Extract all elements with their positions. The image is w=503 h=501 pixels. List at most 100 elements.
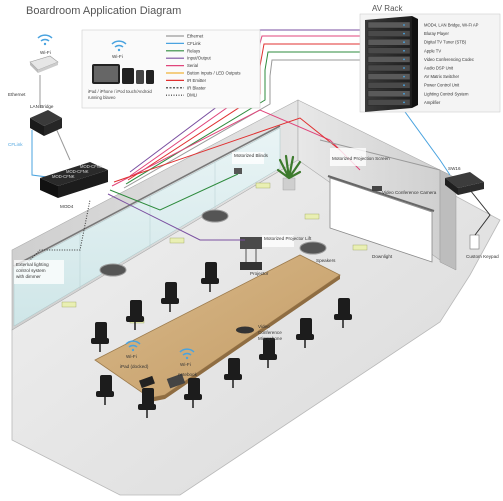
ipad-docked-label: iPad (docked)	[120, 364, 149, 369]
mod4-card-3: MOD-CFNK	[80, 164, 103, 169]
chair	[201, 262, 219, 292]
wifi-access-point	[29, 34, 59, 73]
chair	[259, 338, 277, 368]
legend-item-label: Relays	[187, 48, 200, 53]
external-lighting-label-1: External lighting	[16, 262, 49, 267]
rack-item-label: Digital TV Tuner (STB)	[424, 40, 467, 45]
rack-unit	[367, 47, 411, 54]
video-conf-mic-label-1: Video	[258, 324, 270, 329]
legend-item-label: Ethernet	[187, 34, 204, 39]
external-lighting-label-2: control system	[16, 268, 46, 273]
legend-item-label: Input/Output	[187, 56, 211, 61]
rack-item-label: MOD4, LAN Bridge, Wi-Fi AP	[424, 23, 479, 28]
rack-item-label: Amplifier	[424, 100, 441, 105]
custom-keypad	[469, 234, 480, 250]
room-labels: Motorized Blinds Motorized Projection Sc…	[14, 148, 499, 377]
legend: Wi-Fi iPad / iPhone / iPod touch/Android…	[81, 29, 261, 109]
mod4-card-2: MOD-CFNK	[66, 169, 89, 174]
rack-unit-led	[403, 101, 405, 104]
table-wifi-icon-2	[179, 348, 195, 360]
ipad-docked	[139, 375, 155, 389]
notebook-label: notebook	[178, 372, 198, 377]
video-camera-label: Video Conference Camera	[382, 190, 437, 195]
rack-unit-led	[403, 49, 405, 52]
rack-unit	[367, 21, 411, 29]
chair	[334, 298, 352, 328]
plant	[276, 154, 302, 191]
projector-label: Projector	[250, 271, 269, 276]
external-lighting-label-3: with dimmer	[16, 274, 41, 279]
ceiling-speakers	[99, 209, 327, 277]
video-conference-camera	[372, 186, 382, 191]
phone-icon-2	[146, 70, 154, 84]
projection-screen-label: Motorized Projection Screen	[332, 156, 390, 161]
chair	[184, 378, 202, 408]
legend-devices-caption-2: running blaveo	[88, 95, 116, 100]
rack-item-label: AV Matrix Switcher	[424, 74, 460, 79]
projection-screen	[327, 175, 435, 263]
legend-wifi-label: Wi-Fi	[112, 54, 123, 59]
rack-unit-led	[403, 67, 405, 69]
rack-unit-led	[403, 58, 405, 61]
rack-unit-led	[403, 84, 405, 87]
rack-item-label: Power Control Unit	[424, 83, 460, 88]
blinds-motor	[234, 168, 242, 174]
ipad-mini-icon	[122, 68, 134, 84]
sw16-device	[445, 172, 484, 195]
ethernet-label: Ethernet	[8, 92, 26, 97]
notebook	[166, 373, 186, 389]
downlight-label: Downlight	[372, 254, 393, 259]
legend-devices-caption-1: iPad / iPhone / iPod touch/Android	[88, 89, 152, 94]
table-wifi-label-2: Wi-Fi	[180, 362, 191, 367]
rack-item-label: Audio DSP Unit	[424, 66, 454, 71]
phone-icon	[136, 70, 144, 84]
rack-unit	[367, 90, 411, 98]
rack-unit	[367, 30, 411, 37]
table-wifi-label-1: Wi-Fi	[126, 354, 137, 359]
rack-unit	[367, 73, 411, 80]
rack-unit-led	[403, 75, 405, 78]
chair	[224, 358, 242, 388]
right-end-wall	[439, 169, 457, 271]
rack-unit-led	[403, 24, 405, 26]
conference-microphone	[236, 326, 254, 334]
legend-item-label: IR Blaster	[187, 85, 206, 90]
rack-unit	[367, 39, 411, 46]
legend-item-label: IR Emitter	[187, 78, 207, 83]
av-rack-title: AV Rack	[372, 4, 404, 13]
chair	[96, 375, 114, 405]
rack-item-label: Apple TV	[424, 48, 441, 53]
chairs	[91, 262, 352, 418]
custom-keypad-label: Custom Keypad	[466, 254, 499, 259]
rack-unit-led	[403, 92, 405, 95]
rack-unit	[367, 64, 411, 72]
video-conf-mic-label-3: Microphone	[258, 336, 282, 341]
speakers-label: Speakers	[316, 258, 336, 263]
chair	[138, 388, 156, 418]
cflink-label: CFLink	[8, 142, 23, 147]
motorized-blinds-label: Motorized Blinds	[234, 153, 269, 158]
mod4-device	[40, 162, 108, 198]
lan-bridge	[30, 110, 62, 136]
legend-item-label: Button Inputs / LED Outputs	[187, 71, 241, 76]
chair	[296, 318, 314, 348]
table-wifi-icon-1	[125, 340, 141, 352]
sw16-label: SW16	[448, 166, 461, 171]
legend-item-label: Serial	[187, 63, 198, 68]
av-rack: AV Rack MOD4, LAN Bridge, Wi-Fi APBluray…	[359, 4, 501, 113]
rack-unit	[367, 56, 411, 63]
rack-unit-led	[403, 41, 405, 44]
chair	[161, 282, 179, 312]
legend-wifi-icon	[111, 40, 127, 45]
window-glass	[13, 127, 281, 327]
wifi-ap-label: Wi-Fi	[40, 50, 51, 55]
mod4-label: MOD4	[60, 204, 74, 209]
rack-unit-led	[403, 32, 405, 35]
lan-bridge-label: LAN Bridge	[30, 104, 54, 109]
video-conf-mic-label-2: Conference	[258, 330, 282, 335]
mod4-card-1: MOD-CFNK	[52, 174, 75, 179]
rack-unit	[367, 99, 411, 106]
rack-item-label: Lighting Control System	[424, 91, 469, 96]
legend-item-label: CFLink	[187, 41, 201, 46]
